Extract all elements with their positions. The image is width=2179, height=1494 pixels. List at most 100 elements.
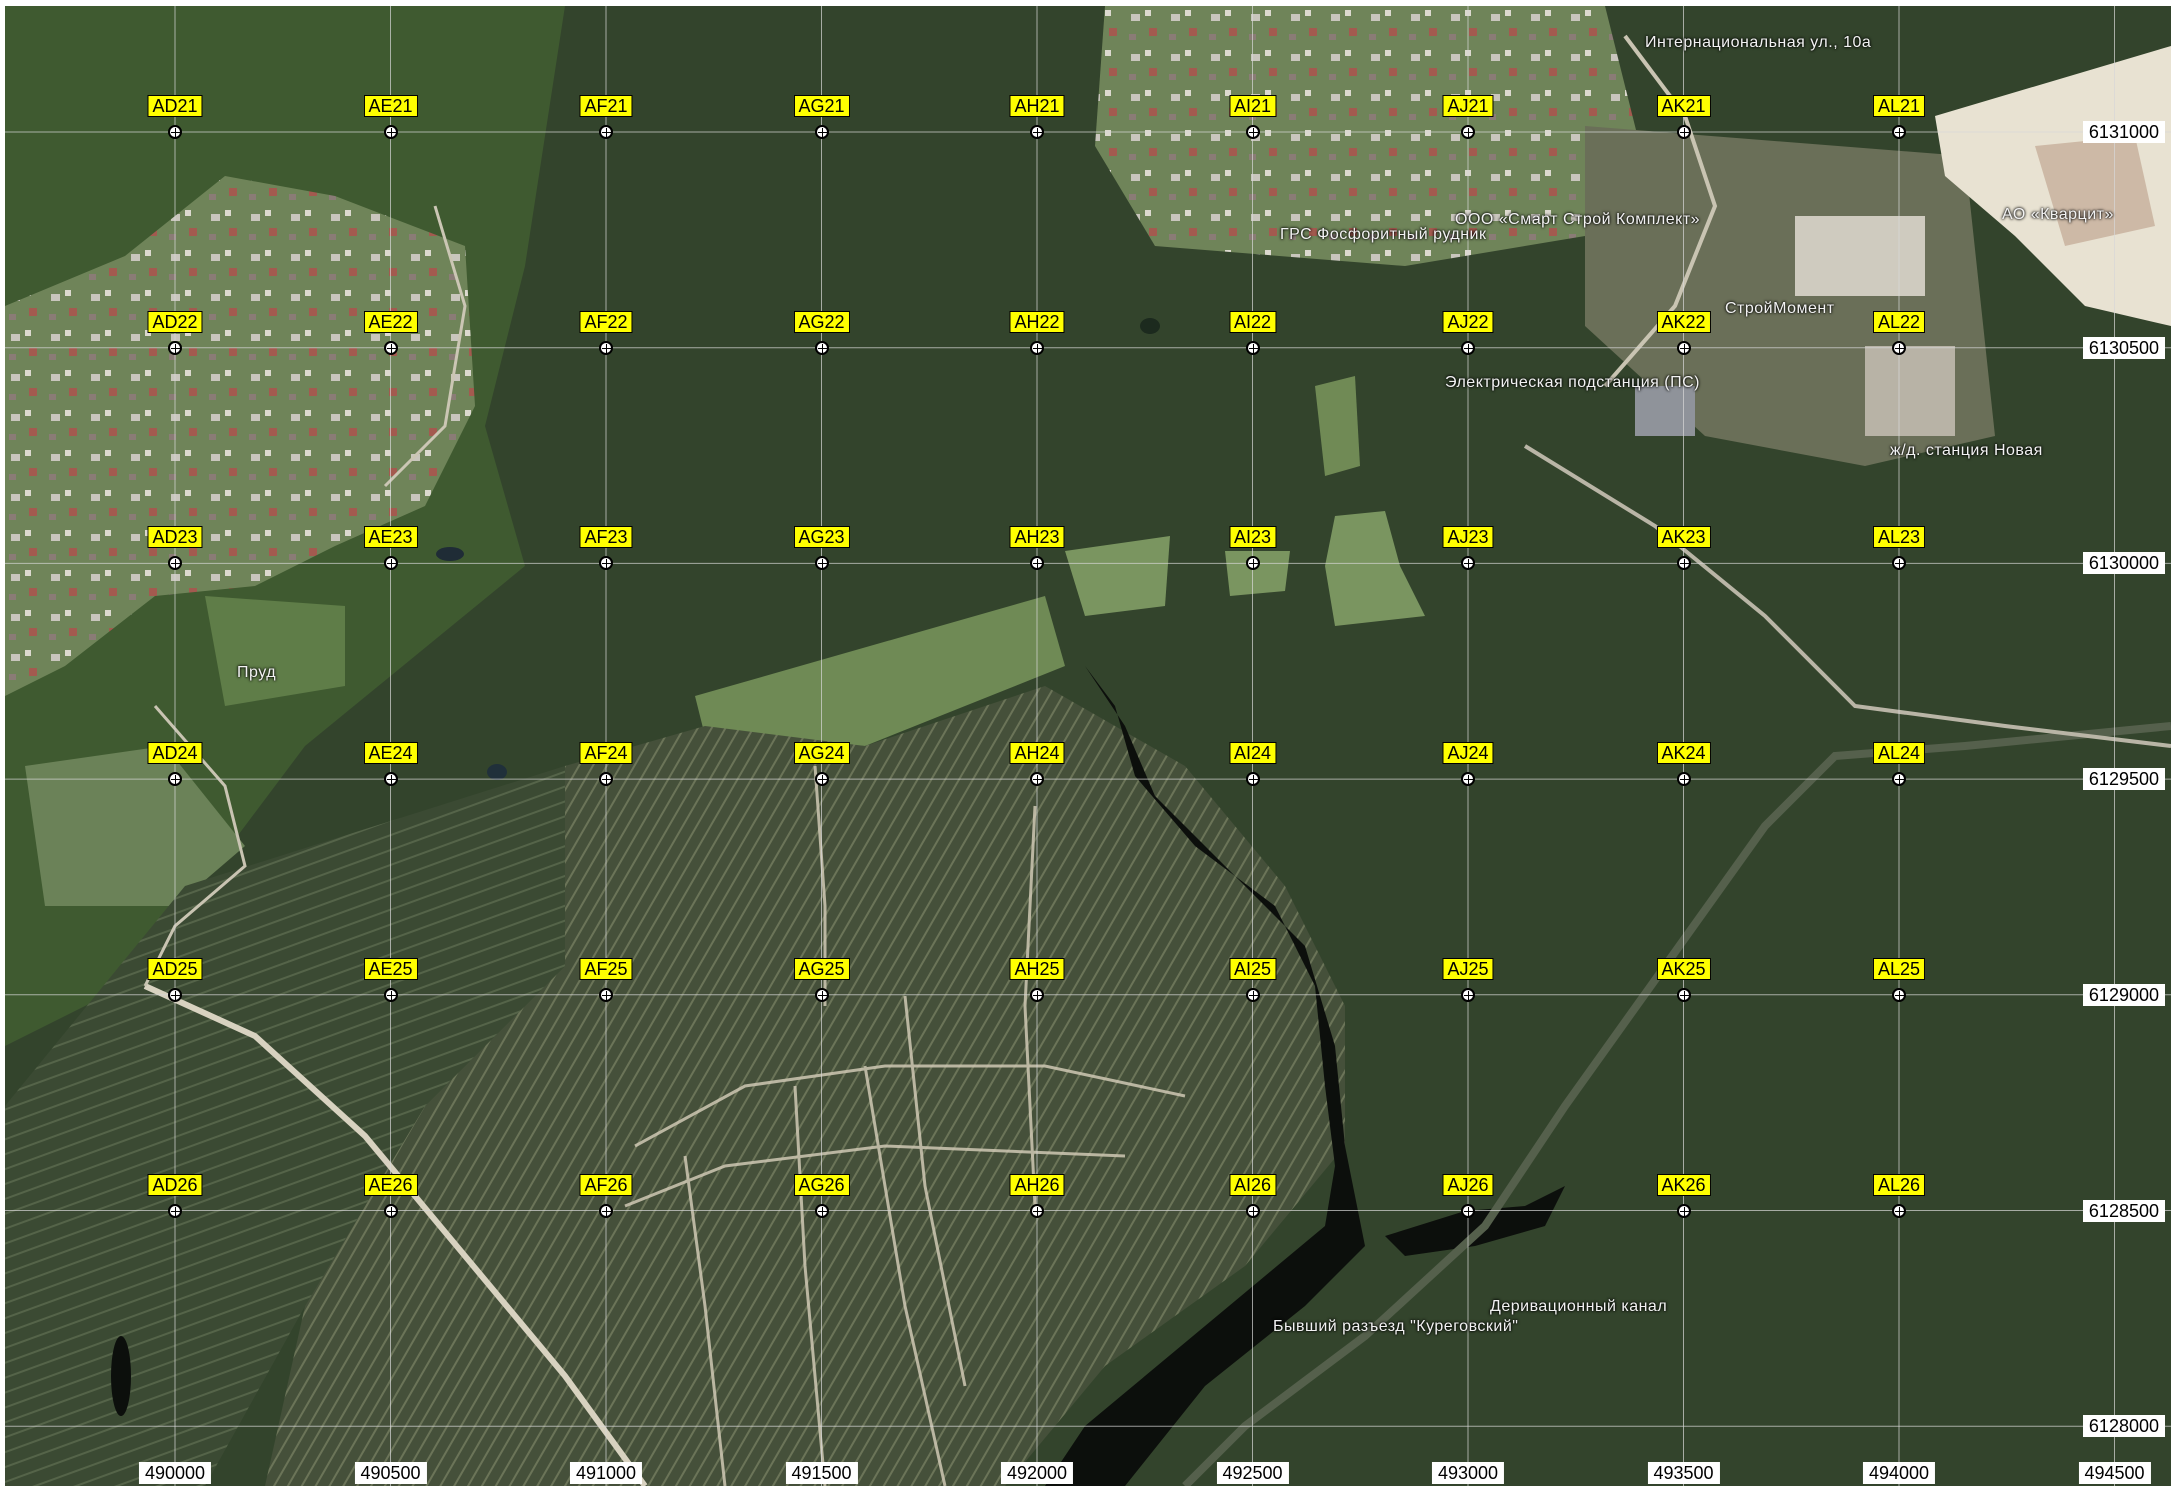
grid-cell-label[interactable]: AG21 <box>793 95 850 117</box>
grid-cell-label[interactable]: AJ22 <box>1442 310 1494 333</box>
grid-point-marker-icon[interactable] <box>1030 1203 1044 1218</box>
grid-point-marker-icon[interactable] <box>1461 340 1475 355</box>
grid-cell-label[interactable]: AJ24 <box>1442 742 1494 765</box>
grid-point-marker-icon[interactable] <box>599 125 613 139</box>
grid-cell-label[interactable]: AI25 <box>1228 957 1277 980</box>
grid-cell-label[interactable]: AF21 <box>579 95 633 117</box>
grid-point-marker-icon[interactable] <box>1892 1203 1906 1218</box>
grid-point-marker-icon[interactable] <box>599 556 613 571</box>
grid-point-marker-icon[interactable] <box>1892 340 1906 355</box>
grid-cell-label[interactable]: AG24 <box>793 742 850 765</box>
grid-point-marker-icon[interactable] <box>1676 1203 1691 1218</box>
grid-cell-label[interactable]: AH23 <box>1009 526 1065 549</box>
grid-point-marker-icon[interactable] <box>168 772 182 787</box>
grid-point-marker-icon[interactable] <box>1461 556 1475 571</box>
grid-cell-label[interactable]: AD23 <box>147 526 203 549</box>
grid-point-marker-icon[interactable] <box>168 1203 182 1218</box>
grid-point-marker-icon[interactable] <box>383 556 398 571</box>
grid-point-marker-icon[interactable] <box>1245 772 1260 787</box>
grid-cell-label[interactable]: AL22 <box>1872 310 1926 333</box>
grid-point-marker-icon[interactable] <box>168 125 182 139</box>
grid-cell-label[interactable]: AK22 <box>1656 310 1711 333</box>
grid-point-marker-icon[interactable] <box>383 340 398 355</box>
grid-cell-label[interactable]: AD25 <box>147 957 203 980</box>
grid-point-marker-icon[interactable] <box>1245 987 1260 1002</box>
grid-point-marker-icon[interactable] <box>1030 340 1044 355</box>
grid-cell-label[interactable]: AE25 <box>363 957 418 980</box>
grid-cell-label[interactable]: AE26 <box>363 1173 418 1196</box>
grid-cell-label[interactable]: AG26 <box>793 1173 850 1196</box>
grid-cell-label[interactable]: AI26 <box>1228 1173 1277 1196</box>
grid-cell-label[interactable]: AD26 <box>147 1173 203 1196</box>
grid-point-marker-icon[interactable] <box>1892 987 1906 1002</box>
grid-point-marker-icon[interactable] <box>383 125 398 139</box>
grid-cell-label[interactable]: AL23 <box>1872 526 1926 549</box>
grid-point-marker-icon[interactable] <box>1892 556 1906 571</box>
grid-cell-label[interactable]: AE22 <box>363 310 418 333</box>
grid-point-marker-icon[interactable] <box>599 340 613 355</box>
grid-cell-label[interactable]: AH22 <box>1009 310 1065 333</box>
grid-cell-label[interactable]: AG25 <box>793 957 850 980</box>
grid-point-marker-icon[interactable] <box>814 340 829 355</box>
grid-point-marker-icon[interactable] <box>1676 987 1691 1002</box>
grid-cell-label[interactable]: AF22 <box>579 310 633 333</box>
grid-cell-label[interactable]: AG22 <box>793 310 850 333</box>
grid-point-marker-icon[interactable] <box>1245 1203 1260 1218</box>
grid-cell-label[interactable]: AF23 <box>579 526 633 549</box>
grid-cell-label[interactable]: AK25 <box>1656 957 1711 980</box>
grid-cell-label[interactable]: AJ25 <box>1442 957 1494 980</box>
grid-point-marker-icon[interactable] <box>168 987 182 1002</box>
grid-point-marker-icon[interactable] <box>1461 987 1475 1002</box>
grid-point-marker-icon[interactable] <box>1245 556 1260 571</box>
grid-point-marker-icon[interactable] <box>1461 1203 1475 1218</box>
grid-cell-label[interactable]: AH21 <box>1009 95 1065 117</box>
grid-point-marker-icon[interactable] <box>1030 772 1044 787</box>
grid-cell-label[interactable]: AI24 <box>1228 742 1277 765</box>
grid-cell-label[interactable]: AL24 <box>1872 742 1926 765</box>
grid-cell-label[interactable]: AL26 <box>1872 1173 1926 1196</box>
grid-cell-label[interactable]: AJ23 <box>1442 526 1494 549</box>
grid-cell-label[interactable]: AK26 <box>1656 1173 1711 1196</box>
grid-cell-label[interactable]: AJ21 <box>1442 95 1494 117</box>
grid-cell-label[interactable]: AF25 <box>579 957 633 980</box>
grid-cell-label[interactable]: AF24 <box>579 742 633 765</box>
grid-point-marker-icon[interactable] <box>814 1203 829 1218</box>
grid-cell-label[interactable]: AK23 <box>1656 526 1711 549</box>
grid-point-marker-icon[interactable] <box>1461 772 1475 787</box>
grid-point-marker-icon[interactable] <box>599 1203 613 1218</box>
grid-point-marker-icon[interactable] <box>1676 772 1691 787</box>
grid-cell-label[interactable]: AE21 <box>363 95 418 117</box>
grid-point-marker-icon[interactable] <box>1892 125 1906 139</box>
grid-point-marker-icon[interactable] <box>1676 340 1691 355</box>
grid-cell-label[interactable]: AI22 <box>1228 310 1277 333</box>
grid-point-marker-icon[interactable] <box>814 556 829 571</box>
grid-point-marker-icon[interactable] <box>1030 125 1044 139</box>
grid-cell-label[interactable]: AG23 <box>793 526 850 549</box>
grid-point-marker-icon[interactable] <box>1676 556 1691 571</box>
grid-point-marker-icon[interactable] <box>814 772 829 787</box>
grid-point-marker-icon[interactable] <box>1030 987 1044 1002</box>
grid-cell-label[interactable]: AH24 <box>1009 742 1065 765</box>
grid-point-marker-icon[interactable] <box>599 987 613 1002</box>
grid-cell-label[interactable]: AD24 <box>147 742 203 765</box>
grid-cell-label[interactable]: AE23 <box>363 526 418 549</box>
grid-cell-label[interactable]: AE24 <box>363 742 418 765</box>
grid-cell-label[interactable]: AH26 <box>1009 1173 1065 1196</box>
grid-point-marker-icon[interactable] <box>383 987 398 1002</box>
grid-cell-label[interactable]: AK24 <box>1656 742 1711 765</box>
grid-point-marker-icon[interactable] <box>1030 556 1044 571</box>
grid-point-marker-icon[interactable] <box>168 556 182 571</box>
grid-point-marker-icon[interactable] <box>814 125 829 139</box>
grid-cell-label[interactable]: AL21 <box>1872 95 1926 117</box>
grid-cell-label[interactable]: AK21 <box>1656 95 1711 117</box>
grid-point-marker-icon[interactable] <box>814 987 829 1002</box>
grid-cell-label[interactable]: AL25 <box>1872 957 1926 980</box>
grid-point-marker-icon[interactable] <box>383 772 398 787</box>
grid-cell-label[interactable]: AH25 <box>1009 957 1065 980</box>
grid-cell-label[interactable]: AI23 <box>1228 526 1277 549</box>
grid-point-marker-icon[interactable] <box>1892 772 1906 787</box>
grid-point-marker-icon[interactable] <box>168 340 182 355</box>
grid-cell-label[interactable]: AF26 <box>579 1173 633 1196</box>
grid-point-marker-icon[interactable] <box>1461 125 1475 139</box>
